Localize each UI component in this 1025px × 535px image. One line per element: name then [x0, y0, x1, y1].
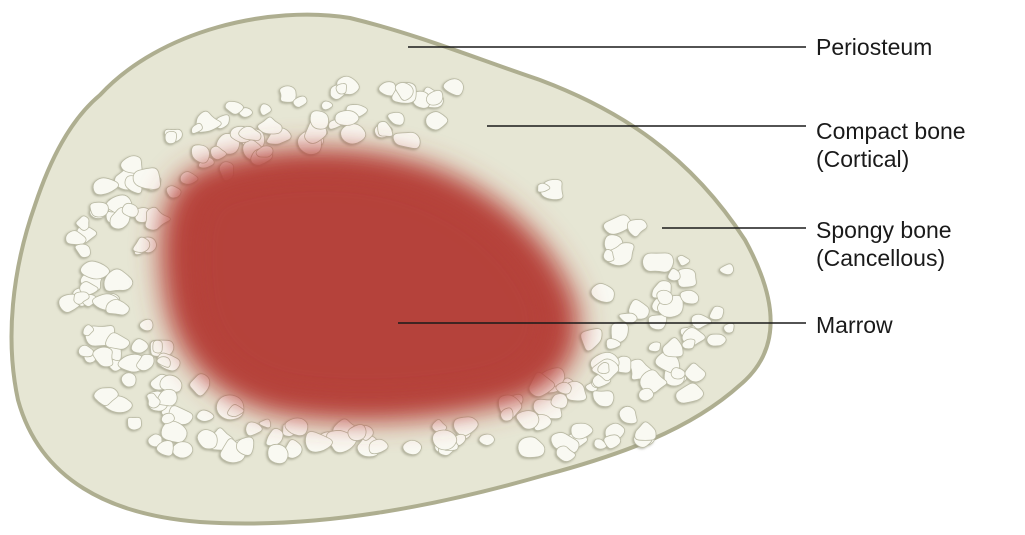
label-marrow: Marrow [816, 311, 893, 339]
label-marrow-text: Marrow [816, 312, 893, 338]
spongy-bone-pore [268, 444, 288, 463]
spongy-bone-pore [165, 131, 176, 143]
spongy-bone-pore [172, 442, 193, 458]
label-spongy-bone-line2: (Cancellous) [816, 244, 952, 272]
spongy-bone-pore [707, 334, 726, 346]
spongy-bone-pore [724, 323, 734, 333]
spongy-bone-pore [336, 84, 346, 94]
spongy-bone-pore [310, 111, 328, 129]
label-spongy-bone-line1: Spongy bone [816, 216, 952, 244]
spongy-bone-pore [551, 394, 568, 409]
spongy-bone-pore [433, 430, 457, 450]
label-spongy-bone: Spongy bone (Cancellous) [816, 216, 952, 272]
label-compact-bone-line2: (Cortical) [816, 145, 966, 173]
spongy-bone-pore [657, 290, 673, 304]
spongy-bone-pore [335, 111, 359, 126]
spongy-bone-pore [280, 86, 296, 102]
spongy-bone-pore [128, 417, 142, 430]
label-periosteum: Periosteum [816, 33, 932, 61]
label-compact-bone: Compact bone (Cortical) [816, 117, 966, 173]
label-compact-bone-line1: Compact bone [816, 117, 966, 145]
spongy-bone-pore [90, 202, 108, 217]
label-periosteum-text: Periosteum [816, 34, 932, 60]
spongy-bone-pore [643, 253, 674, 272]
spongy-bone-pore [403, 440, 422, 454]
spongy-bone-pore [153, 340, 163, 353]
